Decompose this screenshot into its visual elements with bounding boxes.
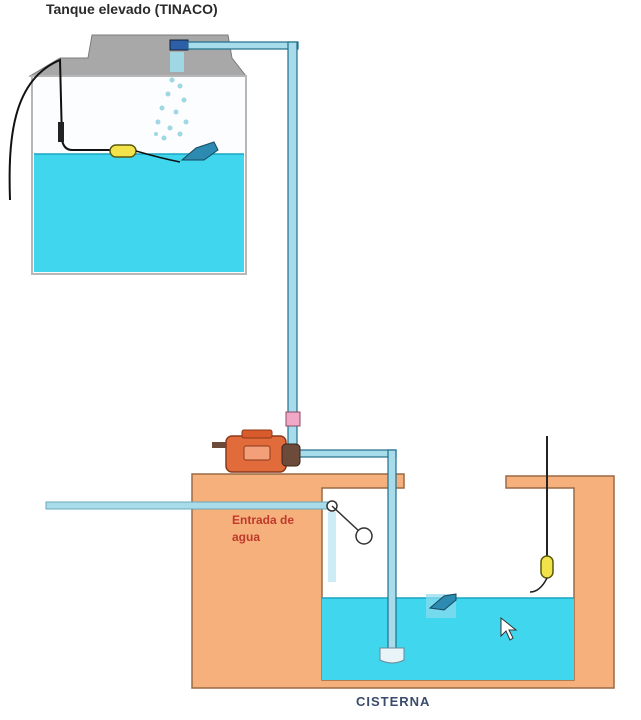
suction-pipe [387, 449, 397, 651]
check-valve [285, 411, 301, 427]
cistern-label: CISTERNA [356, 694, 430, 709]
tank-lid [28, 34, 248, 77]
float-switch-cable [8, 58, 110, 201]
float-switch-line [135, 150, 181, 163]
float-valve-icon [426, 593, 457, 618]
foot-valve [379, 647, 405, 664]
ball-cock-float [355, 527, 373, 545]
float-switch-icon [540, 555, 554, 579]
water-spray [154, 52, 189, 141]
inlet-pipe [45, 501, 337, 510]
float-switch-icon [109, 144, 137, 158]
cursor-arrow-icon [500, 616, 518, 641]
elevated-tank: Tanque elevado (TINACO) [8, 1, 248, 275]
cistern-walls [191, 473, 615, 689]
cistern: Entrada de agua CISTERNA [45, 436, 615, 709]
inlet-label-line2: agua [232, 530, 260, 544]
inlet-label-line1: Entrada de [232, 513, 294, 527]
inlet-stream [328, 512, 336, 582]
float-valve-icon [180, 141, 219, 161]
cistern-switch-line [529, 577, 548, 593]
tank-title: Tanque elevado (TINACO) [46, 1, 218, 17]
cable-weight [58, 122, 64, 142]
tank-water [34, 154, 244, 272]
suction-pipe-horizontal [297, 449, 397, 458]
tank-inlet-fitting [169, 39, 189, 51]
pump-icon [212, 429, 301, 473]
ball-cock-arm [331, 505, 361, 533]
